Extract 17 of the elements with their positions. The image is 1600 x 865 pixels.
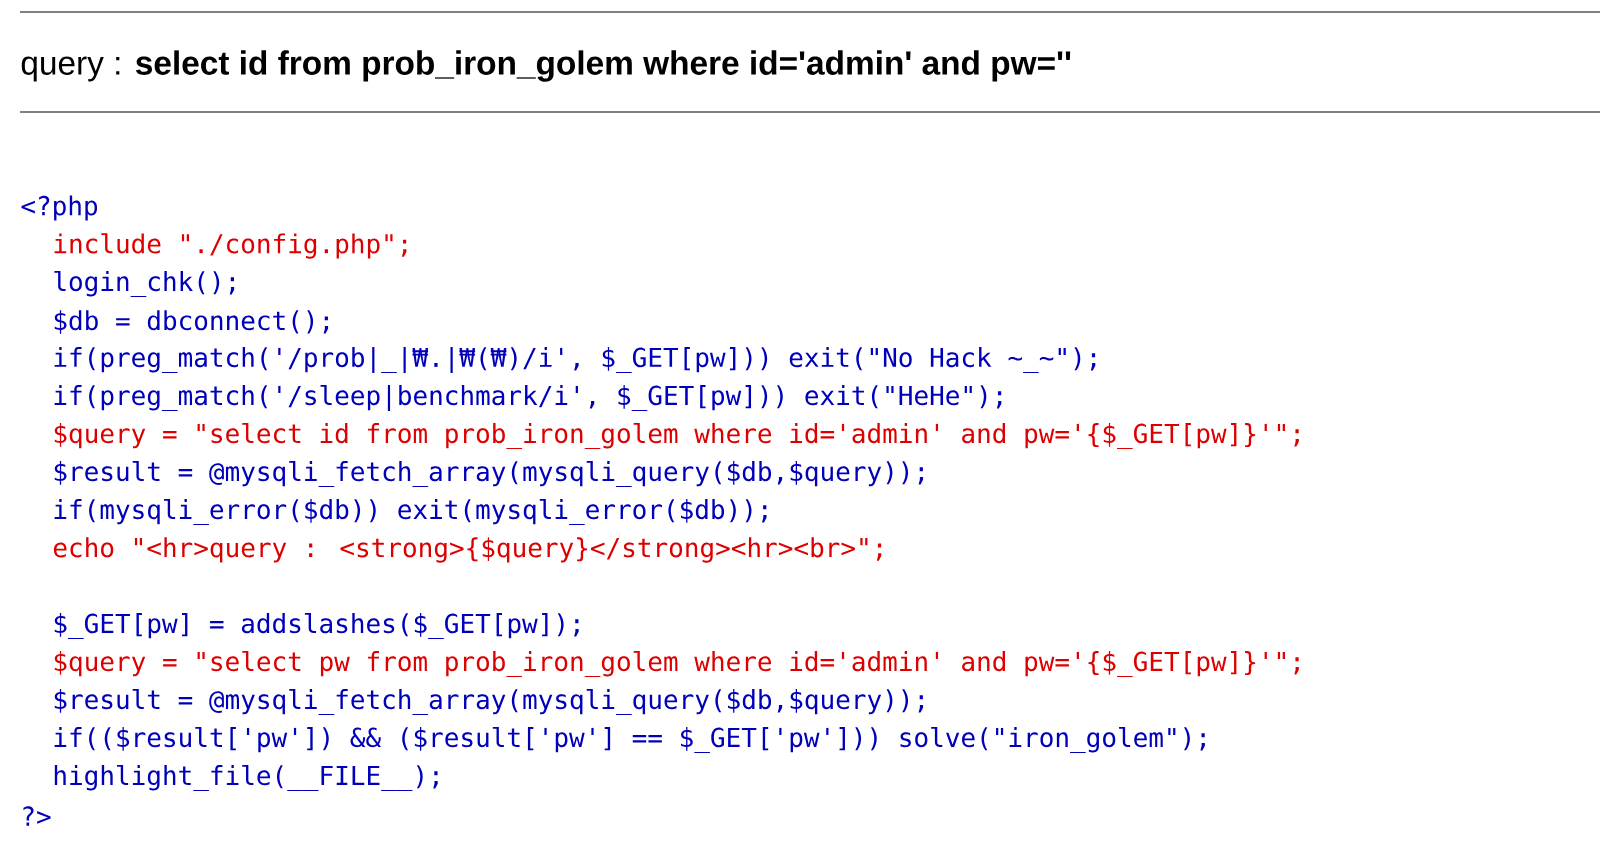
code-line: <?php	[21, 195, 98, 221]
code-line: ?>	[23, 806, 51, 826]
code-line: $db = dbconnect();	[54, 310, 329, 334]
code-line: if(mysqli_error($db)) exit(mysqli_error($db));	[54, 499, 767, 525]
code-line: if(preg_match('/prob|_|₩.|₩(₩)/i', $_GET[pw])) exit("No Hack ~_~");	[54, 347, 1096, 373]
query-heading: query : select id from prob_iron_golem where id='admin' and pw=''	[21, 50, 1071, 82]
code-line: include "./config.php";	[54, 233, 407, 259]
code-line: echo "<hr>query : <strong>{$query}</strong><hr><br>";	[53, 537, 882, 563]
code-line: $query = "select id from prob_iron_golem where id='admin' and pw='{$_GET[pw]}'";	[54, 423, 1299, 449]
code-line: login_chk();	[54, 271, 235, 297]
code-line: highlight_file(__FILE__);	[54, 765, 438, 791]
code-line: $_GET[pw] = addslashes($_GET[pw]);	[54, 613, 579, 639]
code-line: if(preg_match('/sleep|benchmark/i', $_GET[pw])) exit("HeHe");	[54, 385, 1002, 411]
code-line: $query = "select pw from prob_iron_golem where id='admin' and pw='{$_GET[pw]}'";	[54, 651, 1299, 677]
code-line: $result = @mysqli_fetch_array(mysqli_query($db,$query));	[54, 461, 924, 487]
code-line: $result = @mysqli_fetch_array(mysqli_query($db,$query));	[54, 689, 924, 715]
code-line: if(($result['pw']) && ($result['pw'] == $_GET['pw'])) solve("iron_golem");	[54, 727, 1205, 753]
